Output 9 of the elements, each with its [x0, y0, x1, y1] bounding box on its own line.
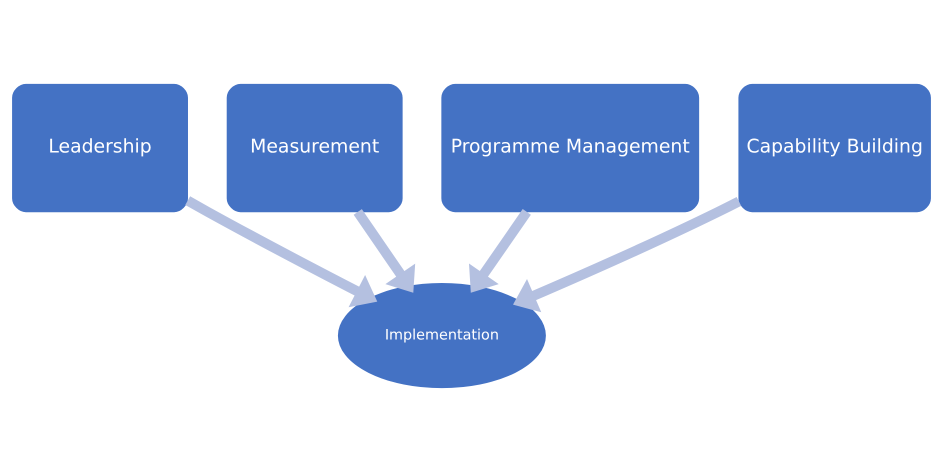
- node-box: Programme Management: [441, 84, 700, 212]
- arrow: [354, 209, 416, 293]
- arrow: [185, 196, 378, 308]
- node-box: Leadership: [12, 84, 188, 212]
- node-box: Measurement: [226, 84, 403, 212]
- arrow: [468, 209, 531, 293]
- arrow: [513, 196, 742, 312]
- node-ellipse: Implementation: [338, 283, 546, 388]
- node-box: Capability Building: [738, 84, 931, 212]
